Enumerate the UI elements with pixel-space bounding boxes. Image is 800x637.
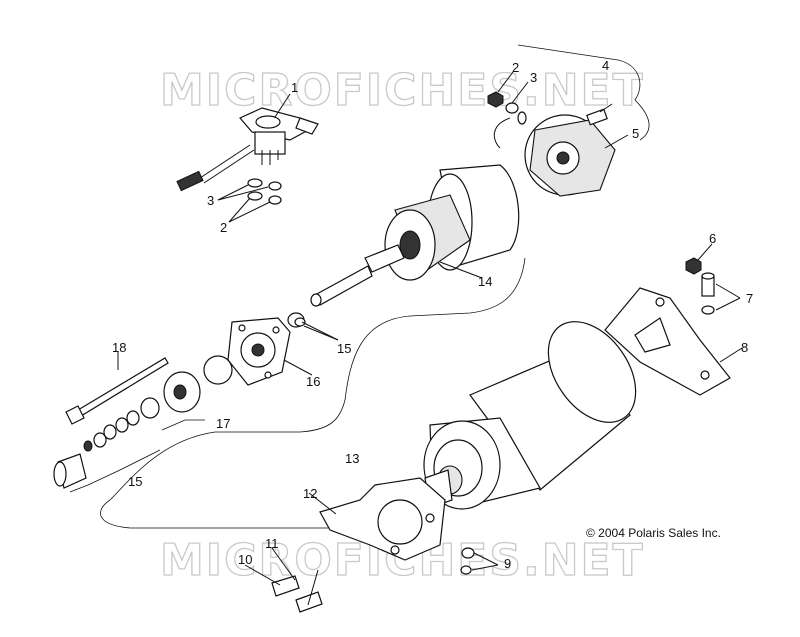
callout-7: 7 [746,291,753,306]
callout-2-top: 2 [512,60,519,75]
callout-11: 11 [265,536,279,551]
callout-12: 12 [303,486,317,501]
support-bracket-8 [604,287,731,396]
armature-part [310,194,471,307]
callout-17: 17 [216,416,230,431]
callout-16: 16 [306,374,320,389]
leader-lines [117,71,743,586]
copyright-notice: © 2004 Polaris Sales Inc. [586,526,721,540]
callout-3-left: 3 [207,193,214,208]
end-cap-nut [487,91,527,125]
fasteners-9 [460,547,475,575]
end-cap-part [493,103,616,197]
bolts-10-11 [271,569,323,613]
drive-end-plate [227,317,291,386]
shaft-seals [287,312,306,328]
nut-6 [685,257,702,275]
callout-13: 13 [345,451,359,466]
callout-18: 18 [112,340,126,355]
through-bolt [65,357,169,425]
solenoid-nuts-washers [247,178,282,205]
callout-2-left: 2 [220,220,227,235]
callout-1: 1 [291,80,298,95]
bushing-part [53,453,87,489]
callout-3-top: 3 [530,70,537,85]
bracket-17 [161,419,205,431]
callout-6: 6 [709,231,716,246]
bolt-washer-7 [701,272,715,315]
solenoid-switch-part [176,107,319,192]
callout-8: 8 [741,340,748,355]
bracket-15-low [69,449,161,493]
callout-15-low: 15 [128,474,142,489]
callout-14: 14 [478,274,492,289]
bracket-13 [100,257,526,529]
callout-5: 5 [632,126,639,141]
callout-15-mid: 15 [337,341,351,356]
callout-10: 10 [238,552,252,567]
bracket-4 [517,44,650,141]
callout-9: 9 [504,556,511,571]
watermark-top: MICROFICHES.NET [160,65,645,116]
mounting-bracket-12 [319,477,446,561]
callout-4: 4 [602,58,609,73]
pinion-gear [83,355,233,452]
starter-motor [423,321,637,510]
